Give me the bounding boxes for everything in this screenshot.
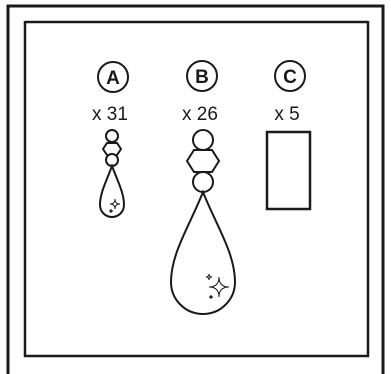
item-b-badge [186,60,218,92]
diagram-frame [6,4,385,374]
item-c-rectangle [265,130,312,211]
item-c-count: x 5 [274,104,299,125]
item-b-sparkle-icon [205,273,230,300]
item-b-letter: B [195,67,209,88]
item-b-count: x 26 [182,104,218,125]
item-a-sparkle-icon [108,198,121,214]
item-c: C x 5 [265,60,312,211]
item-a-count: x 31 [92,104,128,125]
item-a-badge [97,61,129,93]
item-a: A x 31 [92,61,129,218]
item-a-letter: A [106,68,120,89]
item-c-letter: C [283,67,297,88]
item-b: B x 26 [169,60,237,315]
item-c-badge [274,60,306,92]
item-b-drop-earring [169,129,237,315]
